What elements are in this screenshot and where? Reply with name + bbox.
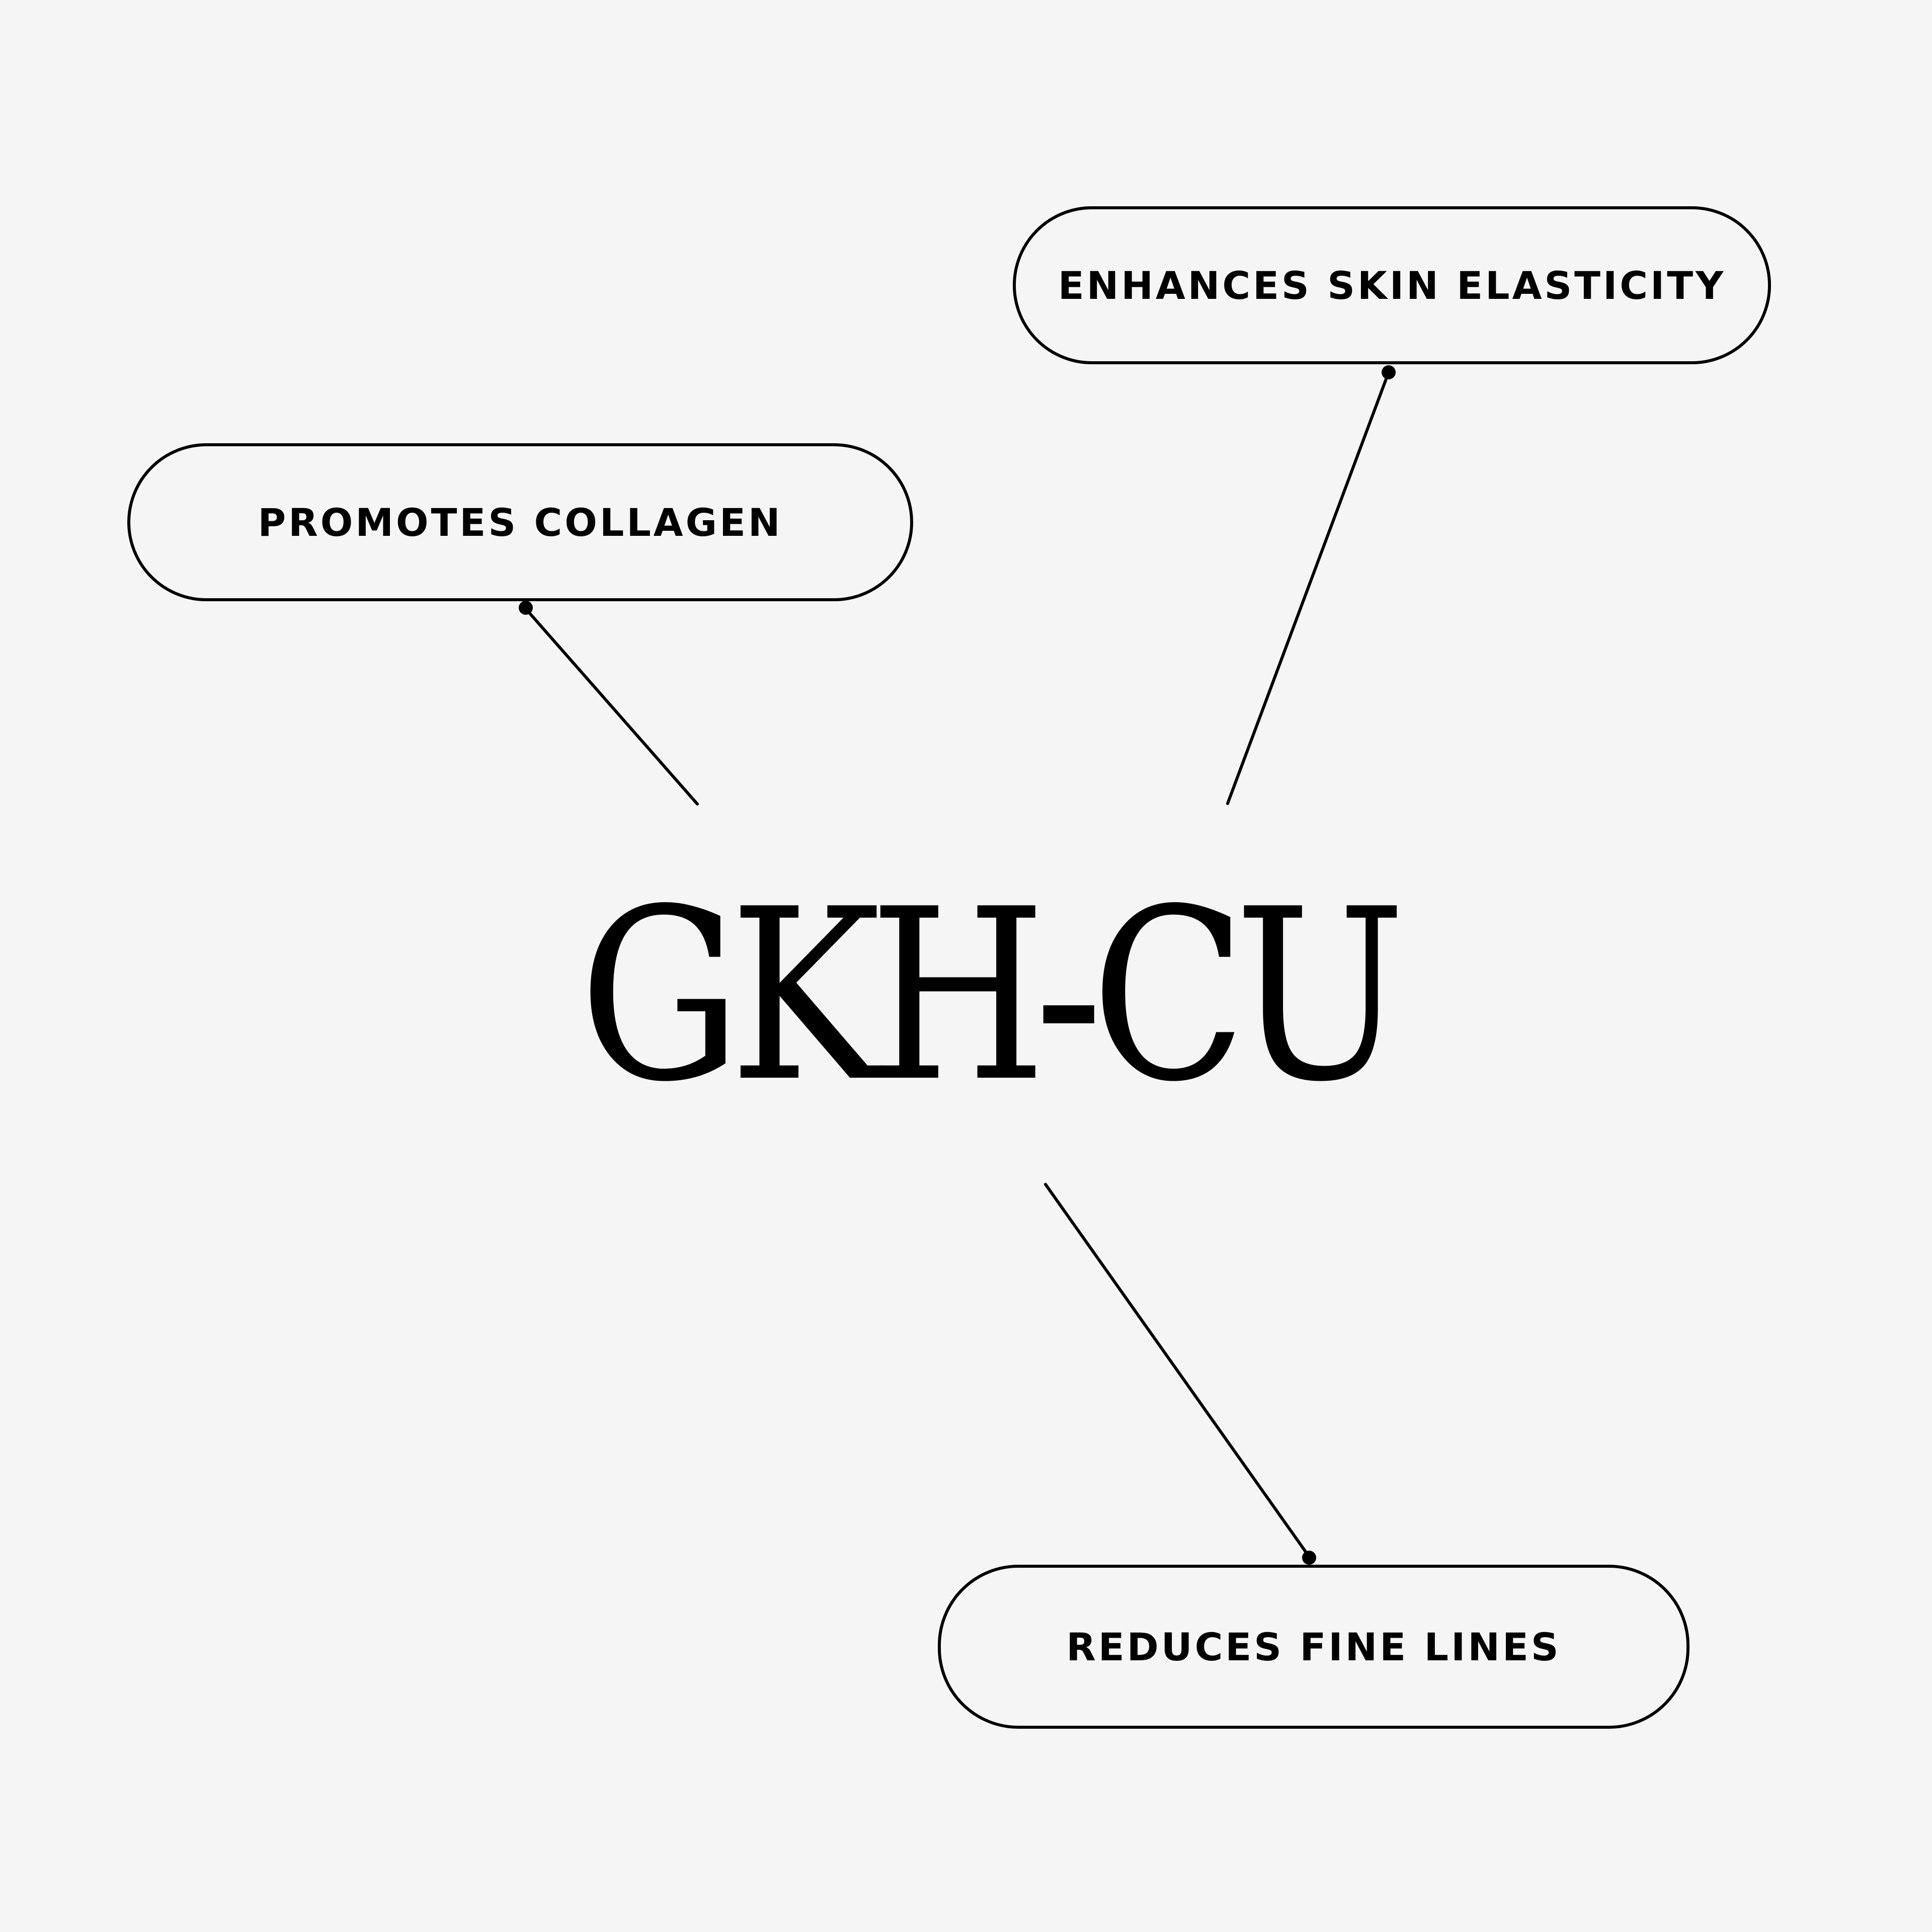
connector-fine-lines-dot (1302, 1551, 1316, 1565)
connector-collagen-dot (519, 601, 533, 615)
benefit-pill-elasticity: ENHANCES SKIN ELASTICITY (1013, 206, 1771, 364)
benefit-pill-fine-lines: REDUCES FINE LINES (938, 1565, 1689, 1729)
benefit-label-collagen: PROMOTES COLLAGEN (258, 500, 783, 545)
product-title: GKH-CU (553, 855, 1419, 1137)
connector-fine-lines-line (1044, 1183, 1311, 1558)
connector-elasticity-line (1226, 371, 1390, 805)
product-title-text: GKH-CU (579, 858, 1405, 1134)
benefit-pill-collagen: PROMOTES COLLAGEN (127, 443, 913, 601)
connector-elasticity-dot (1382, 365, 1396, 379)
connector-collagen-line (524, 607, 699, 806)
benefit-label-elasticity: ENHANCES SKIN ELASTICITY (1058, 263, 1726, 308)
benefit-label-fine-lines: REDUCES FINE LINES (1066, 1624, 1561, 1669)
